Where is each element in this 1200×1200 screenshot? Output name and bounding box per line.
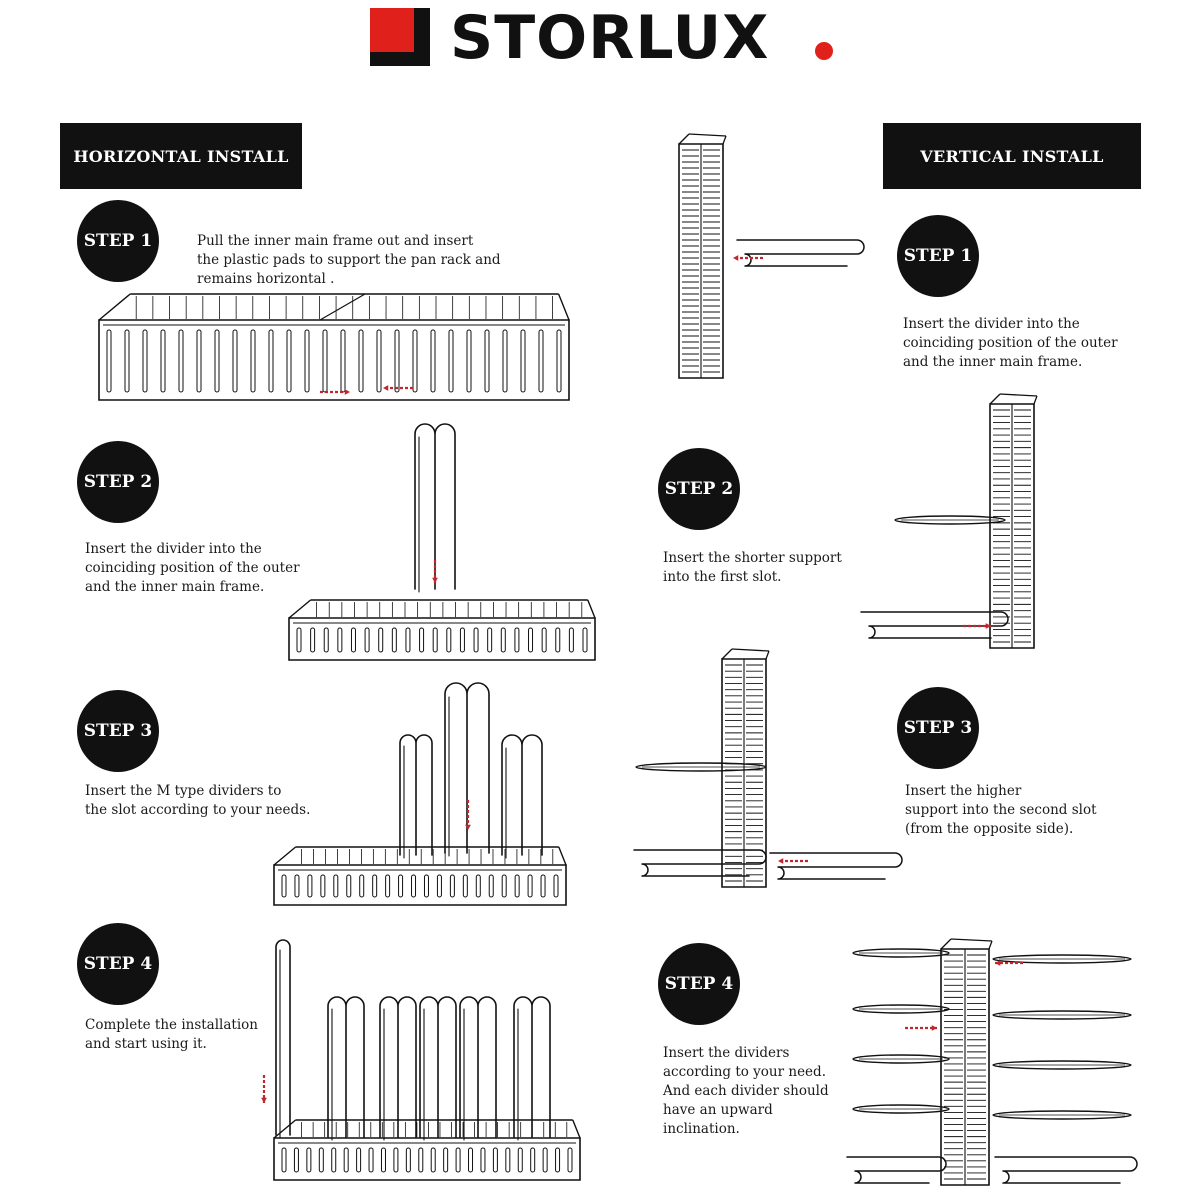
vertical-step-1-illustration xyxy=(675,130,870,380)
arrow-left xyxy=(778,858,808,864)
horizontal-step-4-badge: STEP 4 xyxy=(77,923,159,1005)
support-left-1 xyxy=(853,949,949,957)
support-right-2 xyxy=(993,1011,1131,1019)
arrow-left xyxy=(995,960,1023,966)
vertical-step-4-text: Insert the dividers according to your ne… xyxy=(663,1045,829,1137)
support-left-2 xyxy=(853,1005,949,1013)
arrow-right xyxy=(963,623,991,629)
horizontal-step-3-illustration xyxy=(270,675,570,910)
vertical-step-3-badge: STEP 3 xyxy=(897,687,979,769)
arrow-left xyxy=(383,385,413,391)
lower-support-left xyxy=(634,850,766,876)
divider-wire-right xyxy=(502,735,542,858)
m-divider-4 xyxy=(460,997,496,1140)
vertical-step-4-illustration xyxy=(845,935,1140,1190)
horizontal-step-2-text: Insert the divider into the coinciding p… xyxy=(85,541,300,595)
horizontal-step-4-illustration xyxy=(261,935,585,1185)
vertical-install-label: VERTICAL INSTALL xyxy=(883,123,1141,189)
frame-basket xyxy=(99,294,569,400)
support-left-3 xyxy=(853,1055,949,1063)
support-right-4 xyxy=(993,1111,1131,1119)
m-divider-1 xyxy=(328,997,364,1140)
arrow-down xyxy=(465,800,471,830)
divider-wire xyxy=(415,424,455,592)
horizontal-step-3-text: Insert the M type dividers to the slot a… xyxy=(85,783,311,818)
arrow-right xyxy=(320,389,350,395)
lower-support-right xyxy=(770,853,902,879)
m-divider-3 xyxy=(420,997,456,1140)
horizontal-step-1-badge: STEP 1 xyxy=(77,200,159,282)
brand-dot xyxy=(815,42,833,60)
brand-name: STORLUX xyxy=(450,3,770,73)
m-divider-2 xyxy=(380,997,416,1140)
divider-wire-left xyxy=(400,735,432,858)
frame-basket xyxy=(274,847,566,905)
horizontal-step-1-illustration xyxy=(95,290,575,405)
support-right-1 xyxy=(993,955,1131,963)
horizontal-step-2-badge: STEP 2 xyxy=(77,441,159,523)
arrow-right xyxy=(905,1025,937,1031)
vertical-step-4-badge: STEP 4 xyxy=(658,943,740,1025)
side-divider xyxy=(276,940,290,1138)
support-arm xyxy=(737,240,864,266)
support-left-4 xyxy=(853,1105,949,1113)
vertical-step-2-badge: STEP 2 xyxy=(658,448,740,530)
base-support-left xyxy=(847,1157,946,1183)
frame-basket xyxy=(274,1120,580,1180)
vertical-step-3-text: Insert the higher support into the secon… xyxy=(905,783,1097,837)
lower-support xyxy=(861,612,1008,638)
arrow-left xyxy=(733,255,763,261)
vertical-step-2-illustration xyxy=(855,390,1040,650)
vertical-column xyxy=(941,939,992,1185)
vertical-column xyxy=(990,394,1037,648)
horizontal-step-2-illustration xyxy=(285,420,600,665)
frame-basket xyxy=(289,600,595,660)
horizontal-install-label: HORIZONTAL INSTALL xyxy=(60,123,302,189)
support-right-3 xyxy=(993,1061,1131,1069)
divider-wire-center xyxy=(445,683,489,856)
m-divider-5 xyxy=(514,997,550,1140)
square-bracket-logo-icon xyxy=(370,8,430,66)
vertical-step-1-text: Insert the divider into the coinciding p… xyxy=(903,316,1118,370)
arrow-down xyxy=(432,560,438,583)
upper-support xyxy=(895,516,1005,524)
base-support-right xyxy=(995,1157,1137,1183)
upper-support xyxy=(636,763,766,771)
horizontal-step-4-text: Complete the installation and start usin… xyxy=(85,1017,258,1052)
vertical-step-1-badge: STEP 1 xyxy=(897,215,979,297)
vertical-step-2-text: Insert the shorter support into the firs… xyxy=(663,550,842,585)
vertical-column xyxy=(679,134,726,378)
arrow-down xyxy=(261,1075,267,1103)
vertical-step-3-illustration xyxy=(630,645,905,890)
horizontal-step-1-text: Pull the inner main frame out and insert… xyxy=(197,233,501,287)
horizontal-step-3-badge: STEP 3 xyxy=(77,690,159,772)
